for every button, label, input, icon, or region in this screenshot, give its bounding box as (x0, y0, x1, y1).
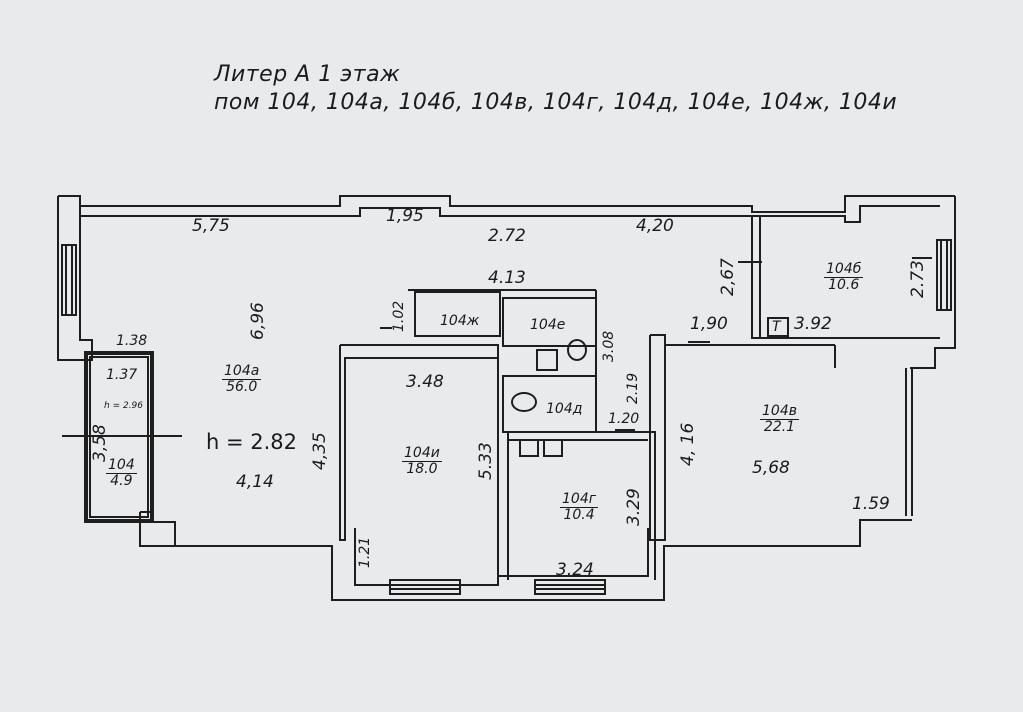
dim-hall-side: 4,35 (310, 432, 330, 470)
dim-104g-height: 3.29 (624, 488, 644, 526)
plan-premises-list: пом 104, 104а, 104б, 104в, 104г, 104д, 1… (214, 90, 898, 115)
dim-hall-bottom: 4,14 (236, 472, 274, 492)
dim-104v-top: 1,90 (690, 314, 728, 334)
dim-104d-height: 2.19 (625, 372, 641, 404)
room-104a-id: 104а (222, 363, 262, 381)
outer-walls (57, 195, 956, 601)
room-104g-area: 10.4 (563, 507, 595, 524)
room-104v-area: 22.1 (763, 419, 796, 436)
room-104-label: 104 4.9 (106, 457, 137, 490)
dim-corridor-width: 4.13 (488, 268, 526, 288)
dim-104g-width: 3.24 (556, 560, 594, 580)
room-104zh-label: 104ж (440, 313, 480, 329)
dim-top-right: 4,20 (636, 216, 674, 236)
dim-104e-height: 3.08 (601, 330, 617, 362)
dim-104d-width: 1.20 (608, 411, 640, 427)
dim-top-left: 5,75 (192, 216, 230, 236)
dim-top-main: 2.72 (488, 226, 526, 246)
dim-104i-height: 5.33 (476, 442, 496, 480)
dim-closet-height: 3,58 (90, 424, 110, 462)
room-104g-label: 104г 10.4 (560, 491, 599, 524)
plan-title: Литер А 1 этаж (214, 62, 401, 87)
height-main: h = 2.82 (206, 430, 298, 454)
room-104-area: 4.9 (110, 473, 133, 490)
room-104a-area: 56.0 (226, 379, 258, 396)
room-104i-label: 104и 18.0 (402, 445, 442, 478)
room-104-id: 104 (106, 457, 137, 475)
room-104d-label: 104д (546, 401, 583, 417)
dim-104v-width: 5,68 (752, 458, 790, 478)
room-104b-id: 104б (824, 261, 864, 279)
dim-top-mid: 1,95 (386, 206, 424, 226)
dim-hall-height: 6,96 (248, 302, 268, 340)
dim-104b-left: 2,67 (718, 258, 738, 296)
room-104g-id: 104г (560, 491, 599, 509)
room-104i-area: 18.0 (406, 461, 438, 478)
room-104b-label: 104б 10.6 (824, 261, 864, 294)
room-104b-area: 10.6 (828, 277, 860, 294)
dim-104i-bottom: 1.21 (357, 536, 373, 568)
dim-closet-width: 1.37 (106, 367, 138, 383)
height-closet: h = 2.96 (104, 401, 144, 411)
room-104v-id: 104в (760, 403, 799, 421)
room-104i-id: 104и (402, 445, 442, 463)
interior-walls (62, 216, 940, 580)
room-104e-label: 104е (530, 317, 566, 333)
dim-104v-height: 4, 16 (678, 422, 698, 466)
dim-104b-right: 2.73 (908, 260, 928, 298)
dim-104i-top: 3.48 (406, 372, 444, 392)
fixture-label: Т (772, 319, 781, 335)
room-104v-label: 104в 22.1 (760, 403, 799, 436)
dim-104v-bottom: 1.59 (852, 494, 890, 514)
room-104a-label: 104а 56.0 (222, 363, 262, 396)
dim-104zh-height: 1.02 (391, 300, 407, 332)
dim-104b-bottom: 3.92 (794, 314, 832, 334)
dim-closet-top: 1.38 (116, 333, 148, 349)
